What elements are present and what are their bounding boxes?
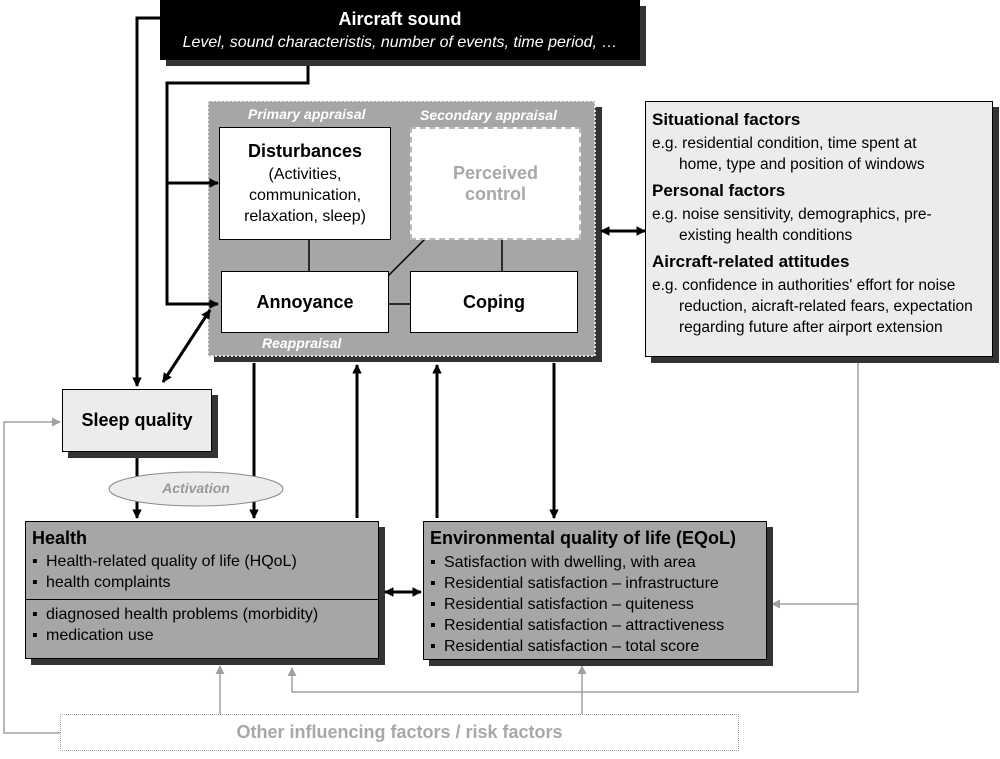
aircraft-sound-subtitle: Level, sound characteristis, number of e… xyxy=(182,33,618,51)
other-factors-label: Other influencing factors / risk factors xyxy=(236,722,563,742)
control-annoyance-line xyxy=(387,238,426,277)
sound-to-annoyance-arrow xyxy=(165,183,219,309)
eqol-item-2: Residential satisfaction – infrastructur… xyxy=(428,573,766,594)
health-box: Health Health-related quality of life (H… xyxy=(25,521,379,659)
disturbances-line-2: communication, xyxy=(248,186,362,204)
attitudes-line-2: reduction, aicraft-related fears, expect… xyxy=(679,298,973,315)
activation-ellipse xyxy=(108,471,284,507)
other-factors-box: Other influencing factors / risk factors xyxy=(60,714,739,751)
attitudes-line-3: regarding future after airport extension xyxy=(679,319,943,336)
other-to-sleep-arrow xyxy=(3,417,61,734)
factors-box: Situational factors e.g. residential con… xyxy=(645,101,993,357)
eqol-box: Environmental quality of life (EQoL) Sat… xyxy=(423,521,767,660)
eqol-item-5: Residential satisfaction – total score xyxy=(428,636,766,657)
personal-factors-title: Personal factors xyxy=(652,181,786,200)
perceived-control-line-2: control xyxy=(465,183,526,204)
health-item-medication: medication use xyxy=(30,625,378,646)
secondary-appraisal-label: Secondary appraisal xyxy=(420,107,557,123)
sound-to-sleep-arrow xyxy=(132,16,160,387)
perceived-control-line-1: Perceived xyxy=(452,162,539,183)
attitudes-line-1: e.g. confidence in authorities' effort f… xyxy=(652,277,956,294)
factors-to-eqol-arrow xyxy=(771,357,859,609)
activation-label: Activation xyxy=(162,480,230,496)
disturbances-line-1: (Activities, xyxy=(268,165,342,183)
situational-factors-title: Situational factors xyxy=(652,110,801,129)
health-title: Health xyxy=(32,528,88,548)
aircraft-sound-title: Aircraft sound xyxy=(338,8,462,29)
coping-box: Coping xyxy=(410,271,578,333)
factors-to-bottom-arrow xyxy=(287,604,859,693)
eqol-item-4: Residential satisfaction – attractivenes… xyxy=(428,615,766,636)
health-item-morbidity: diagnosed health problems (morbidity) xyxy=(30,604,378,625)
situational-factors-line-2: home, type and position of windows xyxy=(679,156,925,173)
eqol-title: Environmental quality of life (EQoL) xyxy=(430,528,737,548)
eqol-item-1: Satisfaction with dwelling, with area xyxy=(428,552,766,573)
coping-label: Coping xyxy=(463,291,525,312)
sleep-quality-label: Sleep quality xyxy=(81,410,193,430)
eqol-item-3: Residential satisfaction – quiteness xyxy=(428,594,766,615)
personal-factors-line-2: existing health conditions xyxy=(679,227,853,244)
primary-appraisal-label: Primary appraisal xyxy=(248,106,366,122)
situational-factors-line-1: e.g. residential condition, time spent a… xyxy=(652,135,917,152)
health-item-complaints: health complaints xyxy=(30,572,378,593)
sleep-annoyance-arrow xyxy=(161,309,212,383)
personal-factors-line-1: e.g. noise sensitivity, demographics, pr… xyxy=(652,206,932,223)
health-item-hqol: Health-related quality of life (HQoL) xyxy=(30,551,378,572)
sound-to-disturbances-arrow xyxy=(165,60,310,188)
sleep-quality-box: Sleep quality xyxy=(62,389,212,452)
disturbances-box: Disturbances (Activities, communication,… xyxy=(219,127,391,240)
attitudes-title: Aircraft-related attitudes xyxy=(652,252,850,271)
annoyance-box: Annoyance xyxy=(221,271,389,333)
reappraisal-label: Reappraisal xyxy=(262,335,342,351)
disturbances-title: Disturbances xyxy=(247,140,363,161)
disturbances-line-3: relaxation, sleep) xyxy=(244,207,366,225)
aircraft-sound-box: Aircraft sound Level, sound characterist… xyxy=(160,0,640,60)
health-divider xyxy=(26,599,378,600)
annoyance-label: Annoyance xyxy=(256,291,354,312)
perceived-control-box: Perceived control xyxy=(410,127,581,240)
